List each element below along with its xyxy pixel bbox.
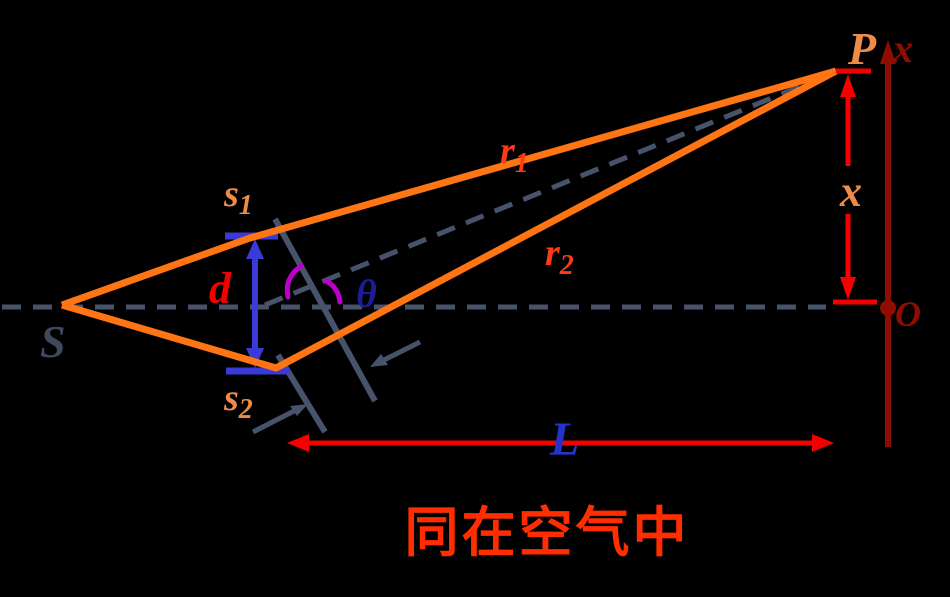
x-measure-up-arrowhead-icon: [840, 74, 856, 97]
slit2-label: s2: [223, 377, 253, 425]
slit-separation-label: d: [209, 264, 232, 313]
screen-axis-label: x: [892, 26, 913, 71]
point-p-label: P: [847, 23, 877, 74]
origin-point-dot: [880, 300, 896, 316]
slit1-label: s1: [223, 173, 253, 221]
x-measure-down-arrowhead-icon: [840, 277, 856, 300]
ray1-label-base: r: [500, 130, 516, 172]
slit-plane-upper-line: [272, 217, 378, 403]
slit1-label-sub: 1: [239, 190, 253, 221]
theta-direction-dashed-line: [264, 70, 834, 308]
ray2-label-base: r: [545, 232, 561, 274]
screen-distance-label: L: [549, 413, 579, 466]
ray1-label: r1: [500, 130, 529, 179]
slit2-label-base: s: [223, 377, 239, 419]
caption-text: 同在空气中: [405, 503, 690, 563]
x-distance-label: x: [839, 167, 862, 216]
l-measure-right-arrowhead-icon: [812, 434, 834, 452]
slit-plane-pointer-upper-arrowhead-icon: [370, 354, 388, 367]
x-distance-label-backing: [834, 166, 876, 214]
slit-plane-pointer-lower-arrowhead-icon: [290, 404, 308, 416]
d-arrow-up-arrowhead-icon: [246, 239, 264, 259]
theta-label: θ: [356, 271, 377, 316]
ray-r1-path: [60, 67, 837, 309]
l-measure-left-arrowhead-icon: [287, 434, 309, 452]
angle-arc-upper: [284, 263, 304, 300]
ray2-label-sub: 2: [559, 250, 574, 281]
slit-plane-pointer-lower-shaft: [251, 408, 296, 435]
slit2-label-sub: 2: [238, 394, 253, 425]
origin-label: O: [895, 294, 921, 334]
slit1-label-base: s: [223, 173, 239, 215]
screen-axis-up-arrowhead-icon: [880, 40, 896, 64]
ray2-label: r2: [545, 232, 574, 281]
ray1-label-sub: 1: [515, 148, 529, 179]
angle-arc-theta: [323, 278, 343, 305]
d-arrow-down-arrowhead-icon: [246, 348, 264, 368]
ray-r2-path: [61, 67, 838, 372]
slit-plane-pointer-upper-shaft: [382, 339, 422, 363]
source-label: S: [40, 316, 66, 367]
